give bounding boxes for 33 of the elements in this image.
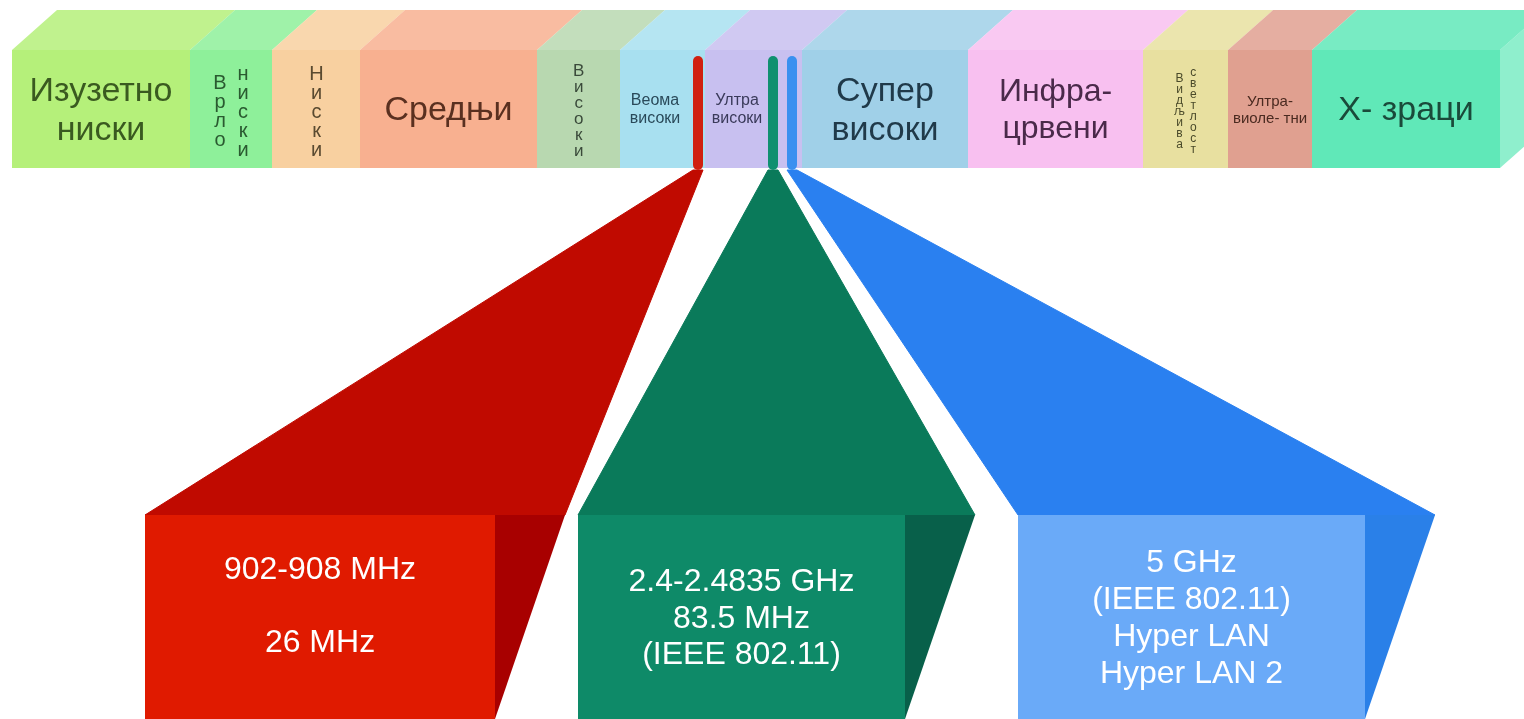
spectrum-band-block xyxy=(620,50,705,168)
band-label: Видљива светлост xyxy=(1171,64,1200,155)
band-label: X- зраци xyxy=(1338,89,1474,129)
spectrum-band-block xyxy=(1228,50,1312,168)
frequency-marker xyxy=(768,56,778,170)
frequency-label: 5 GHz xyxy=(1146,543,1237,581)
fan-connector xyxy=(144,169,704,516)
band-label: Изузетно ниски xyxy=(28,69,174,149)
band-label: Веома високи xyxy=(628,90,682,128)
spectrum-band-block xyxy=(190,50,272,168)
fan-connector xyxy=(577,169,976,516)
spectrum-band-block xyxy=(272,50,360,168)
spectrum-band-block xyxy=(537,50,620,168)
frequency-marker xyxy=(693,56,703,170)
band-label: Средњи xyxy=(384,89,513,129)
frequency-label: (IEEE 802.11) xyxy=(1092,580,1291,617)
band-label: Ниски xyxy=(304,61,328,157)
spectrum-band-block xyxy=(1143,50,1228,168)
frequency-label: 2.4-2.4835 GHz xyxy=(628,561,855,599)
frequency-label: 26 MHz xyxy=(264,622,376,660)
frequency-label: Hyper LAN 2 xyxy=(1099,653,1284,691)
frequency-label: 902-908 MHz xyxy=(223,550,417,588)
band-label: Високи xyxy=(568,61,589,157)
band-label: Ултра високи xyxy=(710,90,764,128)
band-label: Ултра- виоле- тни xyxy=(1231,91,1309,127)
fan-connector xyxy=(786,169,1436,516)
frequency-label: 83.5 MHz xyxy=(673,598,810,636)
band-label: Врло ниски xyxy=(208,60,254,159)
frequency-marker xyxy=(787,56,797,170)
band-label: Инфра- црвени xyxy=(997,72,1114,146)
frequency-label: (IEEE 802.11) xyxy=(642,635,841,673)
band-label: Супер високи xyxy=(830,69,940,149)
frequency-label: Hyper LAN xyxy=(1113,617,1270,654)
